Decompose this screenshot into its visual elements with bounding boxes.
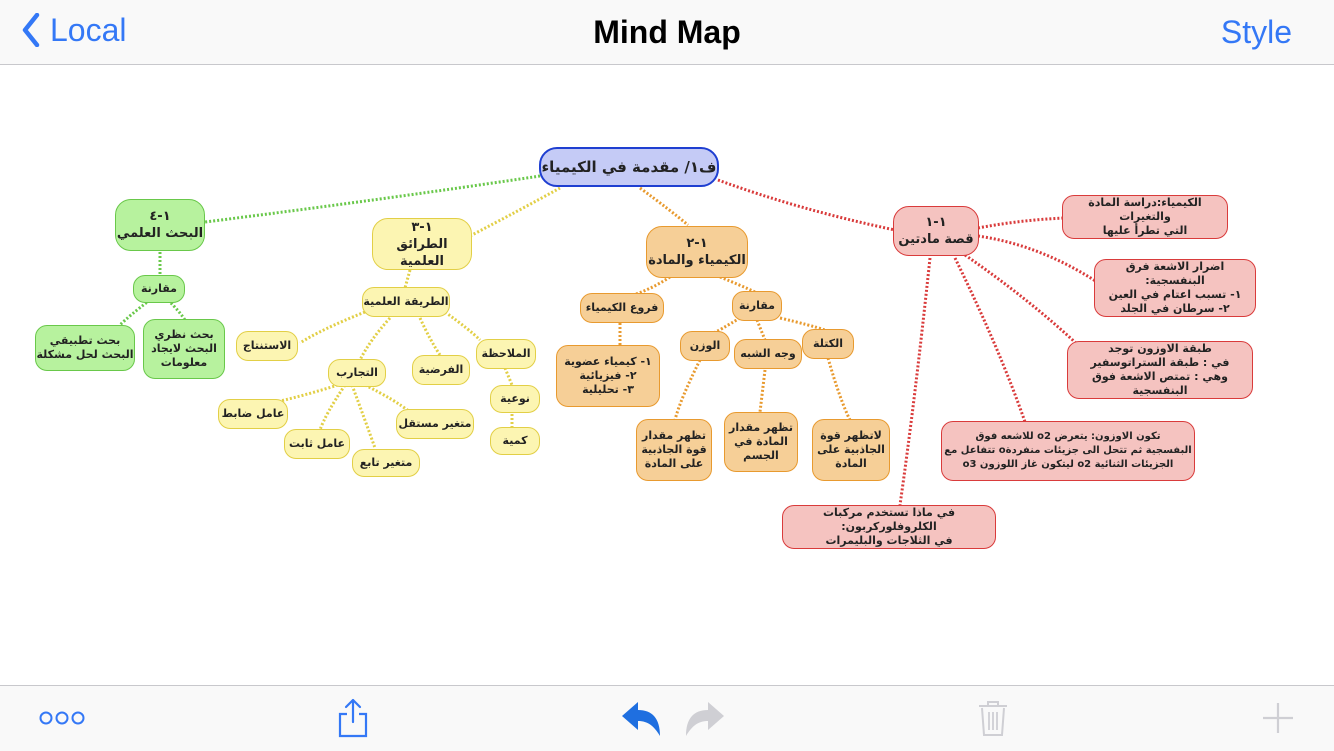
node-constant-factor[interactable]: عامل ثابت: [284, 429, 350, 459]
redo-icon: [686, 702, 724, 736]
node-independent-variable[interactable]: متغير مستقل: [396, 409, 474, 439]
back-label: Local: [50, 11, 127, 48]
node-control-factor[interactable]: عامل ضابط: [218, 399, 288, 429]
node-scientific-method[interactable]: الطريقة العلمية: [362, 287, 450, 317]
node-1-2-title[interactable]: ١-٢ الكيمياء والمادة: [646, 226, 748, 278]
navigation-bar: Local Mind Map Style: [0, 0, 1334, 65]
node-branches-list[interactable]: ١- كيمياء عضوية ٢- فيزيائية ٣- تحليلية: [556, 345, 660, 407]
node-quantitative[interactable]: كمية: [490, 427, 540, 455]
node-experiments[interactable]: التجارب: [328, 359, 386, 387]
add-button[interactable]: [1260, 698, 1296, 738]
node-similarity[interactable]: وجه الشبه: [734, 339, 802, 369]
node-theoretical-research[interactable]: بحث نظري البحث لايجاد معلومات: [143, 319, 225, 379]
node-similarity-desc[interactable]: تظهر مقدار المادة في الجسم: [724, 412, 798, 472]
node-uv-damage[interactable]: اضرار الاشعة فرق البنفسجية: ١- تسبب اعتا…: [1094, 259, 1256, 317]
chevron-left-icon: [22, 13, 40, 47]
node-compare[interactable]: مقارنة: [732, 291, 782, 321]
more-button[interactable]: [38, 698, 86, 738]
node-qualitative[interactable]: نوعية: [490, 385, 540, 413]
plus-icon: [1263, 703, 1293, 733]
node-ozone-formation[interactable]: تكون الاوزون: يتعرض o2 للاشعه فوق البفسج…: [941, 421, 1195, 481]
root-node[interactable]: ف١/ مقدمة في الكيمياء: [539, 147, 719, 187]
back-button[interactable]: Local: [22, 10, 127, 50]
node-observation[interactable]: الملاحظة: [476, 339, 536, 369]
redo-button[interactable]: [680, 698, 726, 738]
undo-icon: [622, 702, 660, 736]
node-chemistry-branches[interactable]: فروع الكيمياء: [580, 293, 664, 323]
node-mass-desc[interactable]: لاتظهر قوة الجاذبية على المادة: [812, 419, 890, 481]
node-research-compare[interactable]: مقارنة: [133, 275, 185, 303]
node-mass[interactable]: الكتلة: [802, 329, 854, 359]
node-weight[interactable]: الوزن: [680, 331, 730, 361]
undo-button[interactable]: [620, 698, 666, 738]
bottom-toolbar: [0, 685, 1334, 751]
trash-button[interactable]: [976, 698, 1010, 738]
node-1-1-title[interactable]: ١-١ قصة مادتين: [893, 206, 979, 256]
share-button[interactable]: [336, 698, 370, 738]
node-ozone-layer[interactable]: طبقة الاوزون توجد في : طبقة الستراتوسفير…: [1067, 341, 1253, 399]
node-1-3-title[interactable]: ١-٣ الطرائق العلمية: [372, 218, 472, 270]
trash-icon: [979, 701, 1007, 736]
node-applied-research[interactable]: بحث تطبيقي البحث لحل مشكلة: [35, 325, 135, 371]
page-title: Mind Map: [593, 14, 741, 50]
node-hypothesis[interactable]: الفرضية: [412, 355, 470, 385]
style-button[interactable]: Style: [1220, 14, 1292, 50]
node-chemistry-definition[interactable]: الكيمياء:دراسة المادة والتغيرات التي تطر…: [1062, 195, 1228, 239]
node-cfc-uses[interactable]: في ماذا تستخدم مركبات الكلروفلوركربون: ف…: [782, 505, 996, 549]
node-weight-desc[interactable]: تظهر مقدار قوة الجاذبية على المادة: [636, 419, 712, 481]
node-1-4-title[interactable]: ١-٤ البحث العلمي: [115, 199, 205, 251]
node-dependent-variable[interactable]: متغير تابع: [352, 449, 420, 477]
more-icon: [39, 711, 85, 725]
share-icon: [338, 698, 368, 738]
node-conclusion[interactable]: الاستنتاج: [236, 331, 298, 361]
mind-map-canvas[interactable]: ف١/ مقدمة في الكيمياء ١-١ قصة مادتين الك…: [0, 65, 1334, 685]
